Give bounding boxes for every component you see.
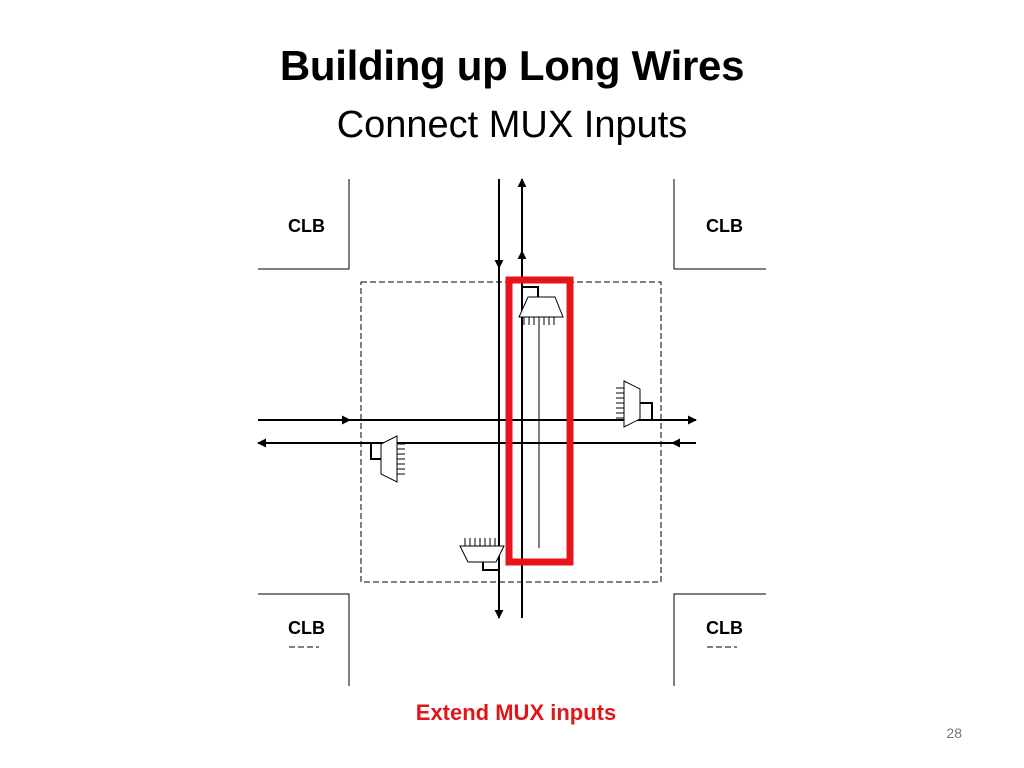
- mux-right: [616, 380, 653, 428]
- mux-left: [370, 435, 405, 483]
- mux-top: [518, 286, 564, 548]
- clb-top-left: CLB: [258, 179, 350, 270]
- clb-label: CLB: [288, 618, 325, 638]
- page-number: 28: [946, 725, 962, 741]
- clb-top-right: CLB: [673, 179, 766, 270]
- clb-label: CLB: [288, 216, 325, 236]
- clb-label: CLB: [706, 216, 743, 236]
- highlight-caption: Extend MUX inputs: [415, 700, 617, 725]
- mux-bottom: [459, 538, 505, 571]
- clb-label: CLB: [706, 618, 743, 638]
- clb-bottom-right: CLB: [673, 593, 766, 686]
- slide-subtitle: Connect MUX Inputs: [336, 104, 688, 146]
- clb-bottom-left: CLB: [258, 593, 350, 686]
- highlight-box: [505, 276, 574, 566]
- slide-title: Building up Long Wires: [279, 42, 745, 89]
